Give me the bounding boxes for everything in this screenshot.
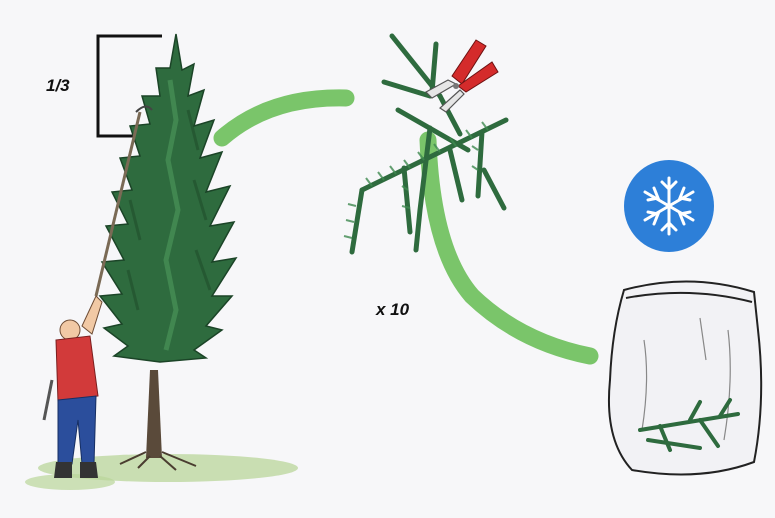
- tree-trunk: [146, 370, 162, 458]
- shears-pivot: [453, 83, 459, 89]
- person-head: [60, 320, 80, 340]
- flow-arrow-branch-to-bag: [428, 140, 590, 356]
- person-trousers: [58, 396, 96, 464]
- person-tool: [44, 380, 52, 420]
- spruce-tree: [100, 34, 236, 470]
- fraction-label: 1/3: [46, 76, 70, 96]
- count-label: x 10: [376, 300, 409, 320]
- freezer-bag: [609, 281, 761, 474]
- flow-arrow-tree-to-branch: [222, 98, 346, 138]
- person-with-pole: [44, 296, 102, 478]
- person-arm: [82, 296, 102, 334]
- person-shirt: [56, 336, 98, 402]
